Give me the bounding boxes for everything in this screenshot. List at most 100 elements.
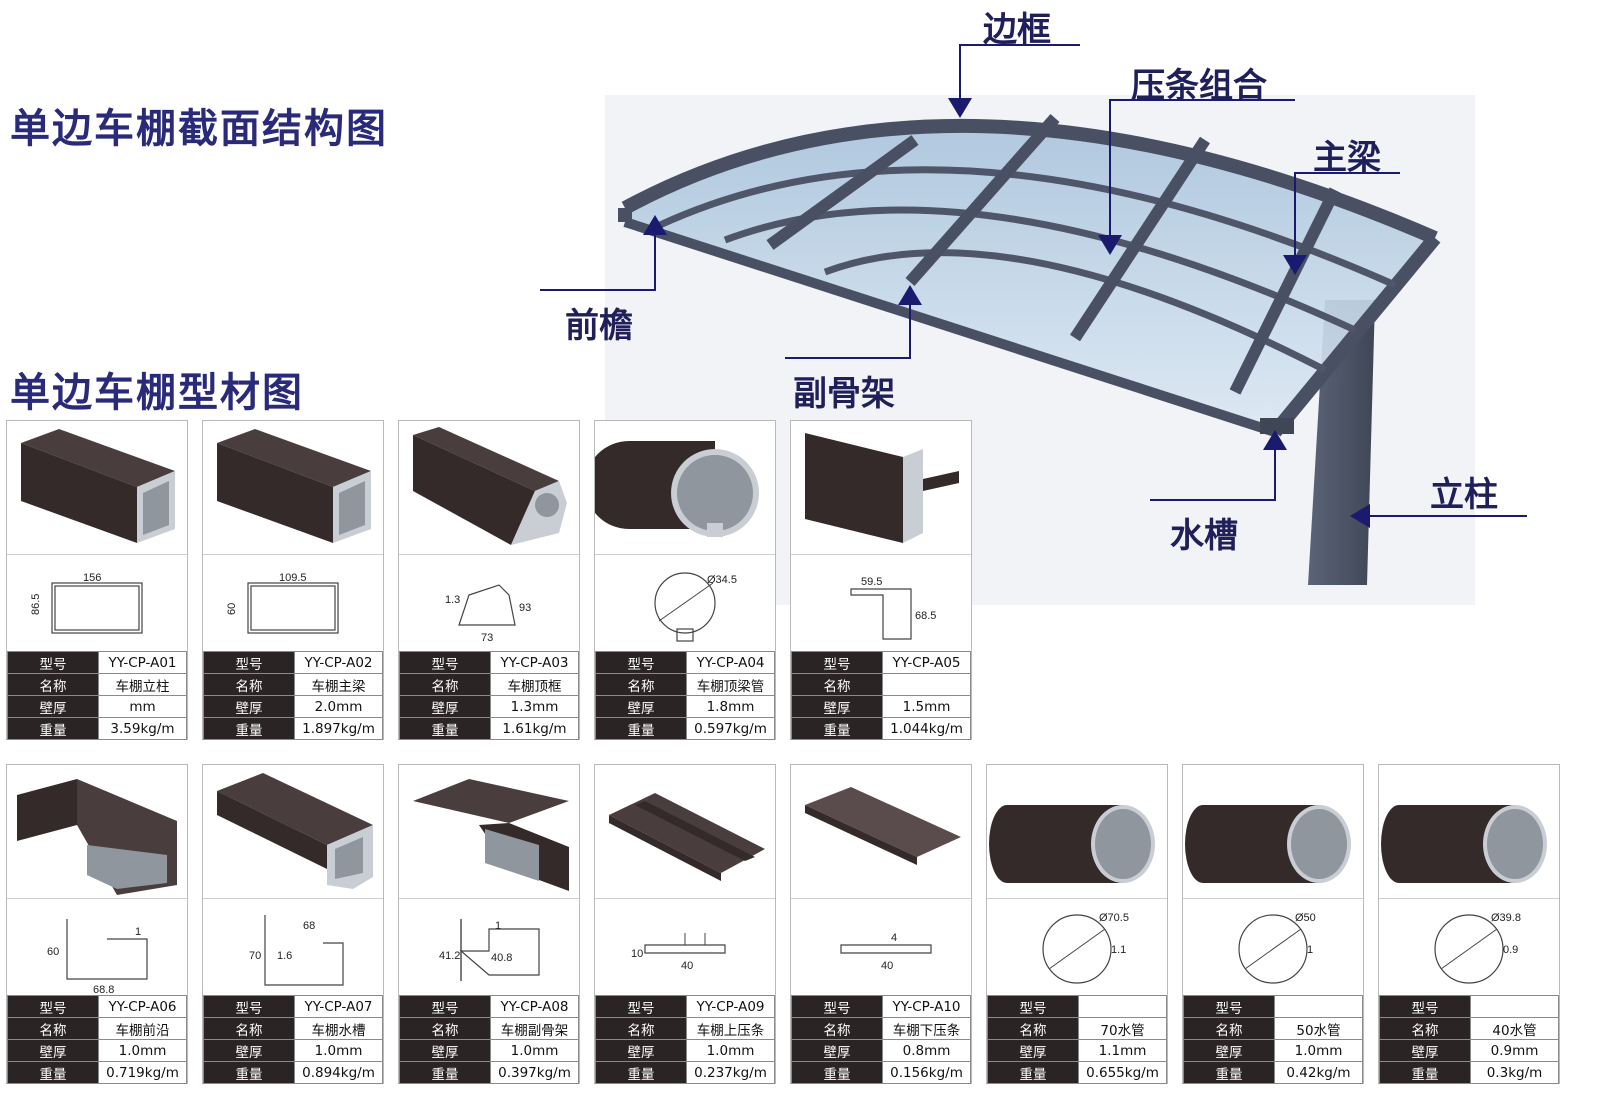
label-weight: 重量 — [399, 1061, 491, 1084]
label-wall: 壁厚 — [203, 695, 295, 718]
value-wall: 2.0mm — [294, 695, 383, 718]
label-wall: 壁厚 — [1183, 1039, 1275, 1062]
gutter-icon — [217, 773, 373, 889]
value-wall: 0.9mm — [1470, 1039, 1559, 1062]
label-weight: 重量 — [791, 717, 883, 740]
svg-text:60: 60 — [47, 946, 59, 958]
value-wall: 1.0mm — [98, 1039, 187, 1062]
label-model: 型号 — [399, 995, 491, 1018]
value-wall: 1.3mm — [490, 695, 579, 718]
section-drawing: 59.568.5 — [791, 554, 971, 640]
value-weight: 0.42kg/m — [1274, 1061, 1363, 1084]
label-wall: 壁厚 — [1379, 1039, 1471, 1062]
value-model: YY-CP-A06 — [98, 995, 187, 1018]
svg-text:1: 1 — [495, 920, 501, 932]
value-name: 车棚立柱 — [98, 673, 187, 696]
svg-text:4: 4 — [891, 932, 897, 944]
svg-text:70: 70 — [249, 950, 261, 962]
value-model: YY-CP-A07 — [294, 995, 383, 1018]
value-name: 车棚下压条 — [882, 1017, 971, 1040]
svg-text:0.9: 0.9 — [1503, 944, 1518, 956]
svg-text:109.5: 109.5 — [279, 572, 307, 584]
value-model: YY-CP-A08 — [490, 995, 579, 1018]
value-weight: 0.597kg/m — [686, 717, 775, 740]
value-name: 车棚顶梁管 — [686, 673, 775, 696]
svg-text:40: 40 — [881, 960, 893, 972]
svg-text:93: 93 — [519, 602, 531, 614]
value-wall: 1.8mm — [686, 695, 775, 718]
value-weight: 3.59kg/m — [98, 717, 187, 740]
svg-text:41.2: 41.2 — [439, 950, 460, 962]
label-weight: 重量 — [595, 1061, 687, 1084]
svg-text:73: 73 — [481, 632, 493, 644]
value-name: 40水管 — [1470, 1017, 1559, 1040]
value-wall: 1.0mm — [686, 1039, 775, 1062]
value-wall: mm — [98, 695, 187, 718]
callout-sub-frame: 副骨架 — [793, 374, 895, 414]
svg-text:1: 1 — [135, 926, 141, 938]
label-wall: 壁厚 — [7, 1039, 99, 1062]
upper-strip-icon — [609, 793, 765, 881]
svg-text:68: 68 — [303, 920, 315, 932]
back-frame — [621, 118, 1438, 245]
label-model: 型号 — [791, 651, 883, 674]
label-name: 名称 — [1379, 1017, 1471, 1040]
label-weight: 重量 — [1183, 1061, 1275, 1084]
profiles-title: 单边车棚型材图 — [10, 370, 304, 416]
label-wall: 壁厚 — [791, 1039, 883, 1062]
value-name: 车棚主梁 — [294, 673, 383, 696]
label-weight: 重量 — [987, 1061, 1079, 1084]
value-weight: 0.719kg/m — [98, 1061, 187, 1084]
value-name: 车棚顶框 — [490, 673, 579, 696]
callout-main-beam: 主梁 — [1313, 138, 1381, 178]
value-weight: 0.655kg/m — [1078, 1061, 1167, 1084]
callout-column: 立柱 — [1430, 475, 1498, 515]
value-wall: 1.5mm — [882, 695, 971, 718]
label-model: 型号 — [203, 651, 295, 674]
svg-text:1.6: 1.6 — [277, 950, 292, 962]
label-model: 型号 — [987, 995, 1079, 1018]
value-model — [1470, 995, 1559, 1018]
value-model: YY-CP-A03 — [490, 651, 579, 674]
svg-text:60: 60 — [226, 603, 238, 615]
value-model: YY-CP-A05 — [882, 651, 971, 674]
callout-strip-combo: 压条组合 — [1131, 66, 1267, 106]
label-model: 型号 — [1379, 995, 1471, 1018]
value-name: 车棚上压条 — [686, 1017, 775, 1040]
value-name: 车棚前沿 — [98, 1017, 187, 1040]
label-wall: 壁厚 — [203, 1039, 295, 1062]
label-weight: 重量 — [399, 717, 491, 740]
svg-text:40.8: 40.8 — [491, 952, 512, 964]
value-weight: 0.156kg/m — [882, 1061, 971, 1084]
label-weight: 重量 — [7, 717, 99, 740]
section-drawing: 68 70 1.6 — [203, 898, 383, 986]
value-weight: 1.044kg/m — [882, 717, 971, 740]
label-model: 型号 — [399, 651, 491, 674]
section-drawing: 4 40 — [791, 898, 971, 972]
label-name: 名称 — [595, 1017, 687, 1040]
section-drawing: 41.2 40.8 1 — [399, 898, 579, 981]
value-weight: 1.897kg/m — [294, 717, 383, 740]
value-name: 车棚水槽 — [294, 1017, 383, 1040]
callout-front-eave: 前檐 — [565, 306, 633, 346]
label-name: 名称 — [987, 1017, 1079, 1040]
svg-text:59.5: 59.5 — [861, 576, 882, 588]
label-wall: 壁厚 — [399, 695, 491, 718]
section-drawing: Ø39.80.9 — [1379, 898, 1559, 984]
